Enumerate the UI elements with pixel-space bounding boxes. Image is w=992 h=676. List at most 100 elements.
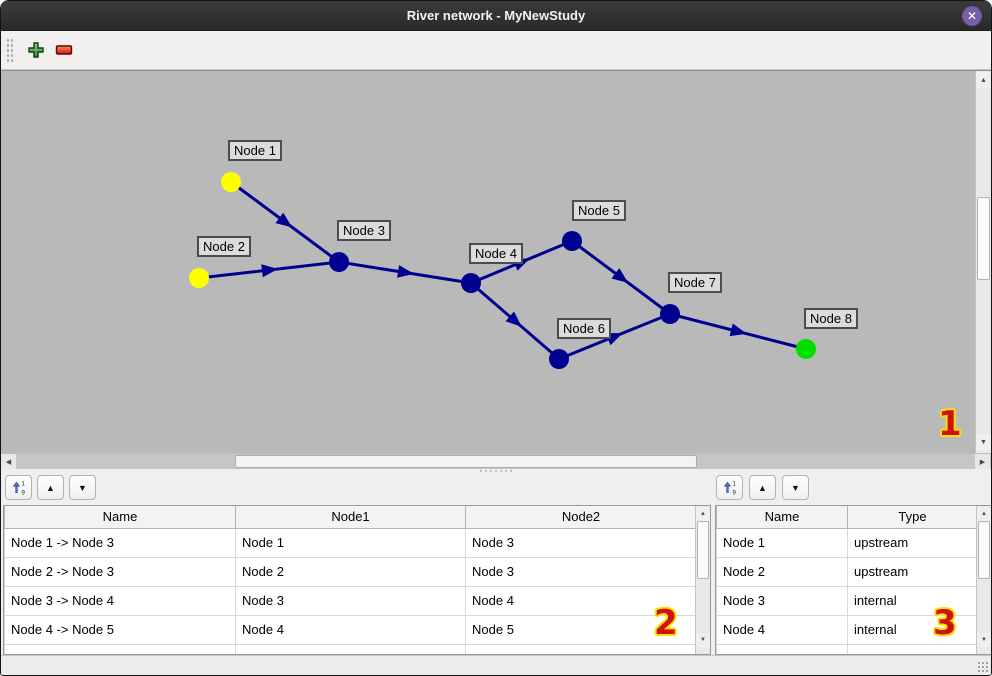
node-move-up-button[interactable]: ▲: [749, 475, 776, 500]
table-cell[interactable]: Node 1 -> Node 3: [4, 527, 236, 558]
table-cell[interactable]: upstream: [847, 527, 978, 558]
toolbar: [1, 31, 991, 70]
river-node[interactable]: [329, 252, 349, 272]
flow-direction-arrow-icon: [275, 212, 293, 228]
link-move-up-button[interactable]: ▲: [37, 475, 64, 500]
river-node[interactable]: [660, 304, 680, 324]
table-cell[interactable]: Node 2: [716, 556, 848, 587]
node-label[interactable]: Node 8: [804, 308, 858, 329]
flow-direction-arrow-icon: [261, 264, 278, 278]
node-move-down-button[interactable]: ▼: [782, 475, 809, 500]
triangle-down-icon: ▼: [791, 482, 800, 493]
links-table-scrollbar[interactable]: ▲ ▼: [695, 506, 710, 654]
arrow-down-icon: ▼: [700, 637, 706, 643]
scroll-left-button[interactable]: ◀: [1, 454, 16, 469]
add-node-button[interactable]: [22, 35, 50, 65]
scroll-right-button[interactable]: ▶: [975, 454, 990, 469]
link-move-down-button[interactable]: ▼: [69, 475, 96, 500]
sort-1-9-icon: 1 9: [12, 481, 25, 496]
resize-grip-icon[interactable]: [977, 661, 988, 672]
triangle-up-icon: ▲: [758, 482, 767, 493]
scroll-up-button[interactable]: ▲: [976, 72, 991, 88]
table-cell[interactable]: Node 2: [235, 556, 466, 587]
table-cell: [465, 643, 697, 654]
node-label[interactable]: Node 3: [337, 220, 391, 241]
scroll-down-button[interactable]: ▼: [977, 633, 991, 647]
remove-node-button[interactable]: [50, 35, 78, 65]
table-cell: [847, 643, 978, 654]
triangle-down-icon: ▼: [78, 482, 87, 493]
triangle-up-icon: ▲: [46, 482, 55, 493]
table-cell[interactable]: Node 5: [465, 614, 697, 645]
table-cell[interactable]: Node 1: [716, 527, 848, 558]
nodes-scroll-thumb[interactable]: [978, 521, 990, 579]
node-sort-button[interactable]: 1 9: [716, 475, 743, 500]
table-cell[interactable]: internal: [847, 614, 978, 645]
table-cell[interactable]: Node 4: [465, 585, 697, 616]
node-label[interactable]: Node 1: [228, 140, 282, 161]
arrow-down-icon: ▼: [981, 637, 987, 643]
toolbar-drag-handle-icon[interactable]: [6, 38, 15, 62]
canvas-hscroll-thumb[interactable]: [235, 455, 697, 468]
minus-icon: [55, 45, 73, 55]
scroll-up-button[interactable]: ▲: [696, 507, 710, 521]
node-label[interactable]: Node 7: [668, 272, 722, 293]
sort-1-9-icon: 1 9: [723, 481, 736, 496]
river-network-canvas[interactable]: Node 1 Node 2 Node 3 Node 4 Node 5 Node 6 Node…: [1, 71, 976, 453]
splitter-handle-icon[interactable]: [479, 469, 513, 473]
column-header-name[interactable]: Name: [4, 506, 236, 529]
table-cell[interactable]: Node 4: [235, 614, 466, 645]
river-node[interactable]: [796, 339, 816, 359]
column-header-name[interactable]: Name: [716, 506, 848, 529]
node-label[interactable]: Node 6: [557, 318, 611, 339]
table-cell[interactable]: Node 3: [465, 527, 697, 558]
links-scroll-thumb[interactable]: [697, 521, 709, 579]
annotation-number: 2: [654, 603, 678, 643]
arrow-up-icon: ▲: [981, 511, 987, 517]
river-node[interactable]: [221, 172, 241, 192]
table-cell[interactable]: Node 3: [465, 556, 697, 587]
table-cell[interactable]: Node 3 -> Node 4: [4, 585, 236, 616]
river-node[interactable]: [189, 268, 209, 288]
scroll-down-button[interactable]: ▼: [976, 434, 991, 450]
close-button[interactable]: ✕: [962, 6, 982, 26]
river-node[interactable]: [461, 273, 481, 293]
arrow-up-icon: ▲: [980, 76, 987, 84]
table-cell[interactable]: Node 3: [716, 585, 848, 616]
node-label[interactable]: Node 2: [197, 236, 251, 257]
title-bar[interactable]: River network - MyNewStudy ✕: [1, 1, 991, 31]
plus-icon: [28, 42, 44, 58]
node-label[interactable]: Node 5: [572, 200, 626, 221]
node-label[interactable]: Node 4: [469, 243, 523, 264]
table-cell[interactable]: Node 4 -> Node 5: [4, 614, 236, 645]
table-cell[interactable]: Node 2 -> Node 3: [4, 556, 236, 587]
scroll-down-button[interactable]: ▼: [696, 633, 710, 647]
table-cell[interactable]: upstream: [847, 556, 978, 587]
canvas-vscroll-thumb[interactable]: [977, 197, 991, 280]
scroll-up-button[interactable]: ▲: [977, 507, 991, 521]
river-node[interactable]: [562, 231, 582, 251]
canvas-horizontal-scrollbar[interactable]: ◀ ▶: [1, 453, 991, 469]
column-header-node1[interactable]: Node1: [235, 506, 466, 529]
table-cell[interactable]: Node 1: [235, 527, 466, 558]
river-node[interactable]: [549, 349, 569, 369]
svg-text:1: 1: [732, 481, 736, 487]
table-cell[interactable]: Node 3: [235, 585, 466, 616]
arrow-down-icon: ▼: [980, 438, 987, 446]
column-header-node2[interactable]: Node2: [465, 506, 697, 529]
nodes-table-scrollbar[interactable]: ▲ ▼: [976, 506, 991, 654]
canvas-vertical-scrollbar[interactable]: ▲ ▼: [975, 71, 991, 453]
table-toolbars: 1 9 ▲ ▼ 1 9 ▲ ▼: [1, 469, 991, 505]
link-sort-button[interactable]: 1 9: [5, 475, 32, 500]
table-cell[interactable]: internal: [847, 585, 978, 616]
column-header-type[interactable]: Type: [847, 506, 978, 529]
table-cell[interactable]: Node 4: [716, 614, 848, 645]
